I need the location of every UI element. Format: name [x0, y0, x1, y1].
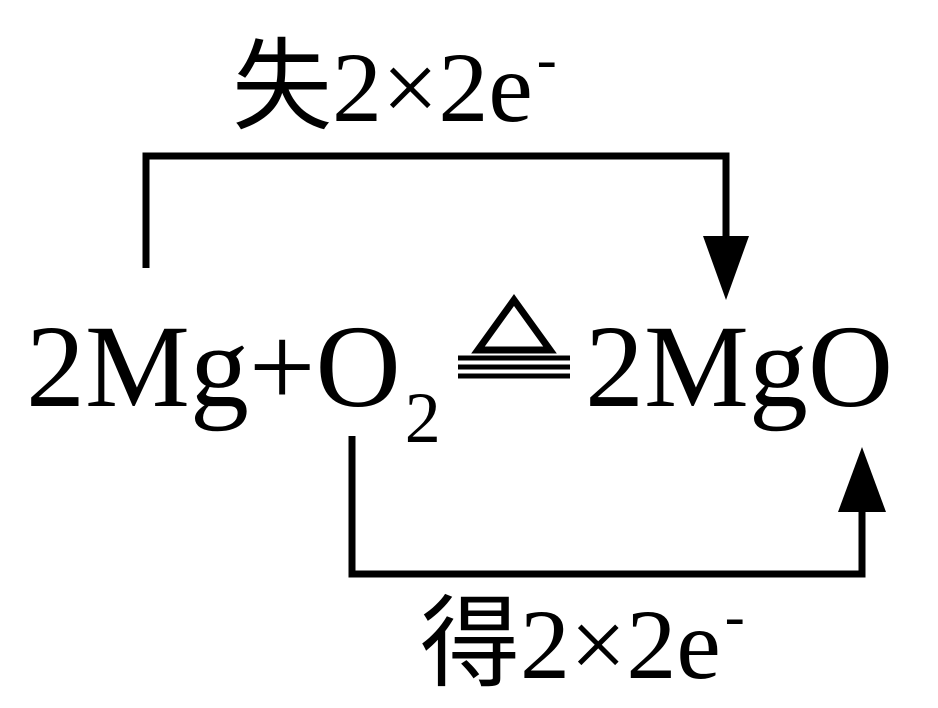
oxygen-subscript: 2	[404, 378, 441, 458]
gained-electrons-text: 得2×2e	[420, 589, 721, 700]
lost-electrons-label: 失2×2e-	[232, 29, 557, 138]
lost-electrons-charge: -	[536, 26, 557, 92]
gained-electrons-label: 得2×2e-	[420, 586, 745, 695]
heating-triangle-shape	[471, 294, 557, 354]
gained-electrons-bracket	[348, 436, 866, 578]
product: 2MgO	[585, 301, 894, 432]
reactants: 2Mg+O2	[26, 308, 441, 455]
lost-electrons-text: 失2×2e	[232, 32, 533, 143]
gained-electrons-charge: -	[724, 583, 745, 649]
reactants-text: 2Mg+O	[26, 301, 401, 432]
heating-triangle-icon	[458, 294, 570, 379]
gained-electrons-arrowhead-icon	[838, 447, 886, 512]
lost-electrons-arrowhead-icon	[703, 236, 749, 300]
lost-electrons-bracket	[142, 152, 730, 268]
